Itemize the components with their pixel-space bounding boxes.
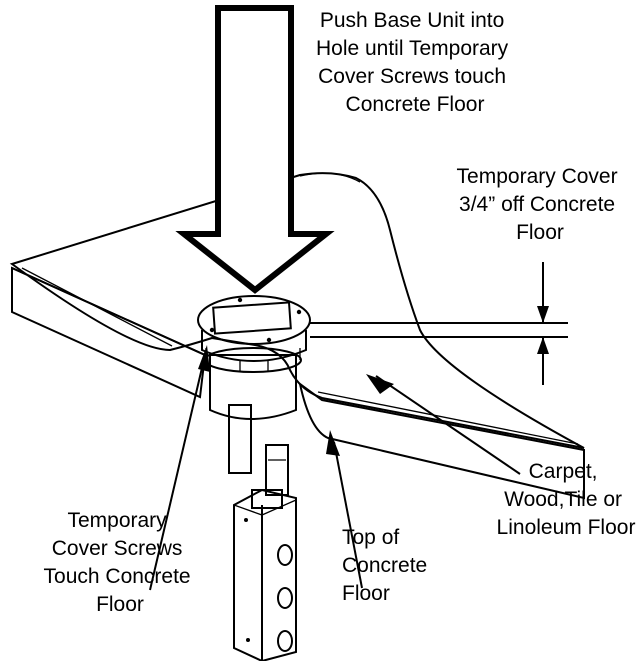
offset-label: Temporary Cover 3/4” off Concrete Floor <box>457 165 624 244</box>
leader-lines <box>149 345 521 591</box>
knockout-hole <box>277 630 293 652</box>
screws-leader <box>149 354 206 591</box>
top-of-concrete-leader <box>333 441 363 589</box>
knockout-hole <box>277 587 293 609</box>
temporary-cover <box>197 295 311 345</box>
base-unit <box>197 295 311 420</box>
floor-covering <box>9 172 585 449</box>
conduit-pipe <box>228 404 289 496</box>
push-arrow <box>175 5 335 294</box>
junction-box <box>233 488 297 661</box>
carpet-label: Carpet, Wood,Tile or Linoleum Floor <box>497 460 636 539</box>
knockout-hole <box>277 544 293 566</box>
top-of-concrete-label: Top of Concrete Floor <box>342 526 433 605</box>
carpet-leader <box>375 375 521 475</box>
screws-label: Temporary Cover Screws Touch Concrete Fl… <box>44 509 197 616</box>
concrete-slab <box>11 266 585 500</box>
offset-dimension <box>310 262 568 385</box>
push-instruction-label: Push Base Unit into Hole until Temporary… <box>316 9 514 116</box>
